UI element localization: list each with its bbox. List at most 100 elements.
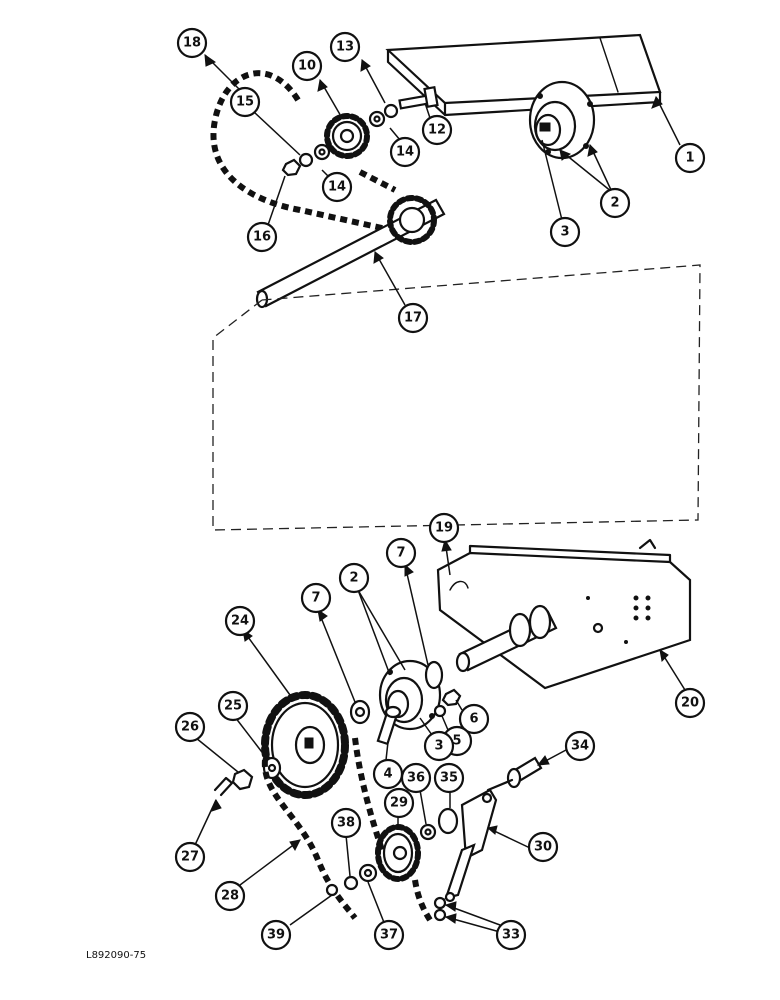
callout-7-left: 7 — [300, 582, 332, 614]
callout-30: 30 — [527, 831, 559, 863]
washer-25-hole — [267, 763, 277, 773]
svg-text:37: 37 — [380, 928, 398, 943]
svg-text:12: 12 — [428, 123, 446, 138]
svg-text:25: 25 — [224, 699, 242, 714]
callout-28: 28 — [214, 880, 246, 912]
upper-bolt — [398, 85, 439, 110]
lower-drive-chain — [261, 737, 433, 922]
callout-6: 6 — [458, 703, 490, 735]
svg-text:6: 6 — [469, 712, 478, 727]
svg-text:5: 5 — [452, 734, 461, 749]
callout-15: 15 — [229, 86, 261, 118]
svg-text:36: 36 — [407, 771, 425, 786]
svg-text:15: 15 — [236, 95, 254, 110]
svg-text:34: 34 — [571, 739, 589, 754]
callout-27: 27 — [174, 841, 206, 873]
callout-17: 17 — [397, 302, 429, 334]
callout-4: 4 — [372, 758, 404, 790]
callout-10: 10 — [291, 50, 323, 82]
callout-16: 16 — [246, 221, 278, 253]
callout-13: 13 — [329, 31, 361, 63]
callout-1: 1 — [674, 142, 706, 174]
callout-33: 33 — [495, 919, 527, 951]
nut-16 — [281, 158, 302, 177]
svg-text:7: 7 — [396, 546, 405, 561]
svg-text:16: 16 — [253, 230, 271, 245]
castle-nut-26 — [231, 768, 254, 791]
nut-6 — [441, 688, 462, 707]
callout-34: 34 — [564, 730, 596, 762]
pivot-bolt-34 — [486, 756, 543, 792]
svg-text:3: 3 — [560, 225, 569, 240]
svg-text:14: 14 — [328, 180, 346, 195]
svg-text:30: 30 — [534, 840, 552, 855]
callout-18: 18 — [176, 27, 208, 59]
alignment-outline — [212, 264, 701, 531]
lower-shaft — [455, 604, 558, 673]
svg-text:29: 29 — [390, 796, 408, 811]
callout-24: 24 — [224, 605, 256, 637]
upper-bearing-assembly — [528, 80, 596, 160]
callout-29: 29 — [383, 787, 415, 819]
svg-text:18: 18 — [183, 36, 201, 51]
callout-3-upper: 3 — [549, 216, 581, 248]
svg-text:2: 2 — [349, 571, 358, 586]
washer-14b-hole — [318, 148, 326, 156]
svg-text:38: 38 — [337, 816, 355, 831]
svg-text:2: 2 — [610, 196, 619, 211]
callout-20: 20 — [674, 687, 706, 719]
leader-lines — [194, 54, 686, 933]
callout-19: 19 — [428, 512, 460, 544]
callout-2-lower: 2 — [338, 562, 370, 594]
svg-text:1: 1 — [685, 151, 694, 166]
bushing-35 — [437, 807, 459, 835]
leader-arrowheads — [204, 53, 669, 924]
washer-33b — [433, 908, 447, 922]
upper-drive-chain — [210, 70, 401, 235]
callout-36: 36 — [400, 762, 432, 794]
callout-2-upper: 2 — [599, 187, 631, 219]
svg-text:17: 17 — [404, 311, 422, 326]
upper-shaft-with-sprocket — [255, 195, 446, 309]
svg-text:7: 7 — [311, 591, 320, 606]
lower-bolt-4 — [376, 705, 402, 746]
svg-text:33: 33 — [502, 928, 520, 943]
washer-36-hole — [424, 828, 432, 836]
washer-14a-hole — [373, 115, 381, 123]
figure-code: L892090-75 — [86, 950, 147, 961]
callout-3-lower: 3 — [423, 730, 455, 762]
collar-7b — [424, 660, 444, 690]
svg-text:28: 28 — [221, 889, 239, 904]
callout-14-left: 14 — [321, 171, 353, 203]
svg-text:10: 10 — [298, 59, 316, 74]
svg-text:3: 3 — [434, 739, 443, 754]
svg-text:13: 13 — [336, 40, 354, 55]
tensioner-arm — [444, 788, 498, 903]
callout-37: 37 — [373, 919, 405, 951]
svg-text:24: 24 — [231, 614, 249, 629]
collar-7a-hole — [354, 706, 366, 718]
svg-text:14: 14 — [396, 145, 414, 160]
idler-sprocket — [324, 113, 370, 159]
callout-12: 12 — [421, 114, 453, 146]
cotter-pin-27 — [213, 776, 234, 797]
callout-39: 39 — [260, 919, 292, 951]
svg-text:35: 35 — [440, 771, 458, 786]
svg-text:27: 27 — [181, 850, 199, 865]
callout-35: 35 — [433, 762, 465, 794]
callout-7-right: 7 — [385, 537, 417, 569]
washer-39 — [325, 883, 339, 897]
svg-text:26: 26 — [181, 720, 199, 735]
svg-text:20: 20 — [681, 696, 699, 711]
callout-26: 26 — [174, 711, 206, 743]
washer-37-hole — [363, 868, 373, 878]
svg-text:19: 19 — [435, 521, 453, 536]
callout-14-right: 14 — [389, 136, 421, 168]
washer-13 — [383, 103, 399, 119]
svg-text:39: 39 — [267, 928, 285, 943]
large-sprocket — [261, 691, 349, 799]
washer-15 — [298, 152, 314, 168]
svg-text:4: 4 — [383, 767, 392, 782]
